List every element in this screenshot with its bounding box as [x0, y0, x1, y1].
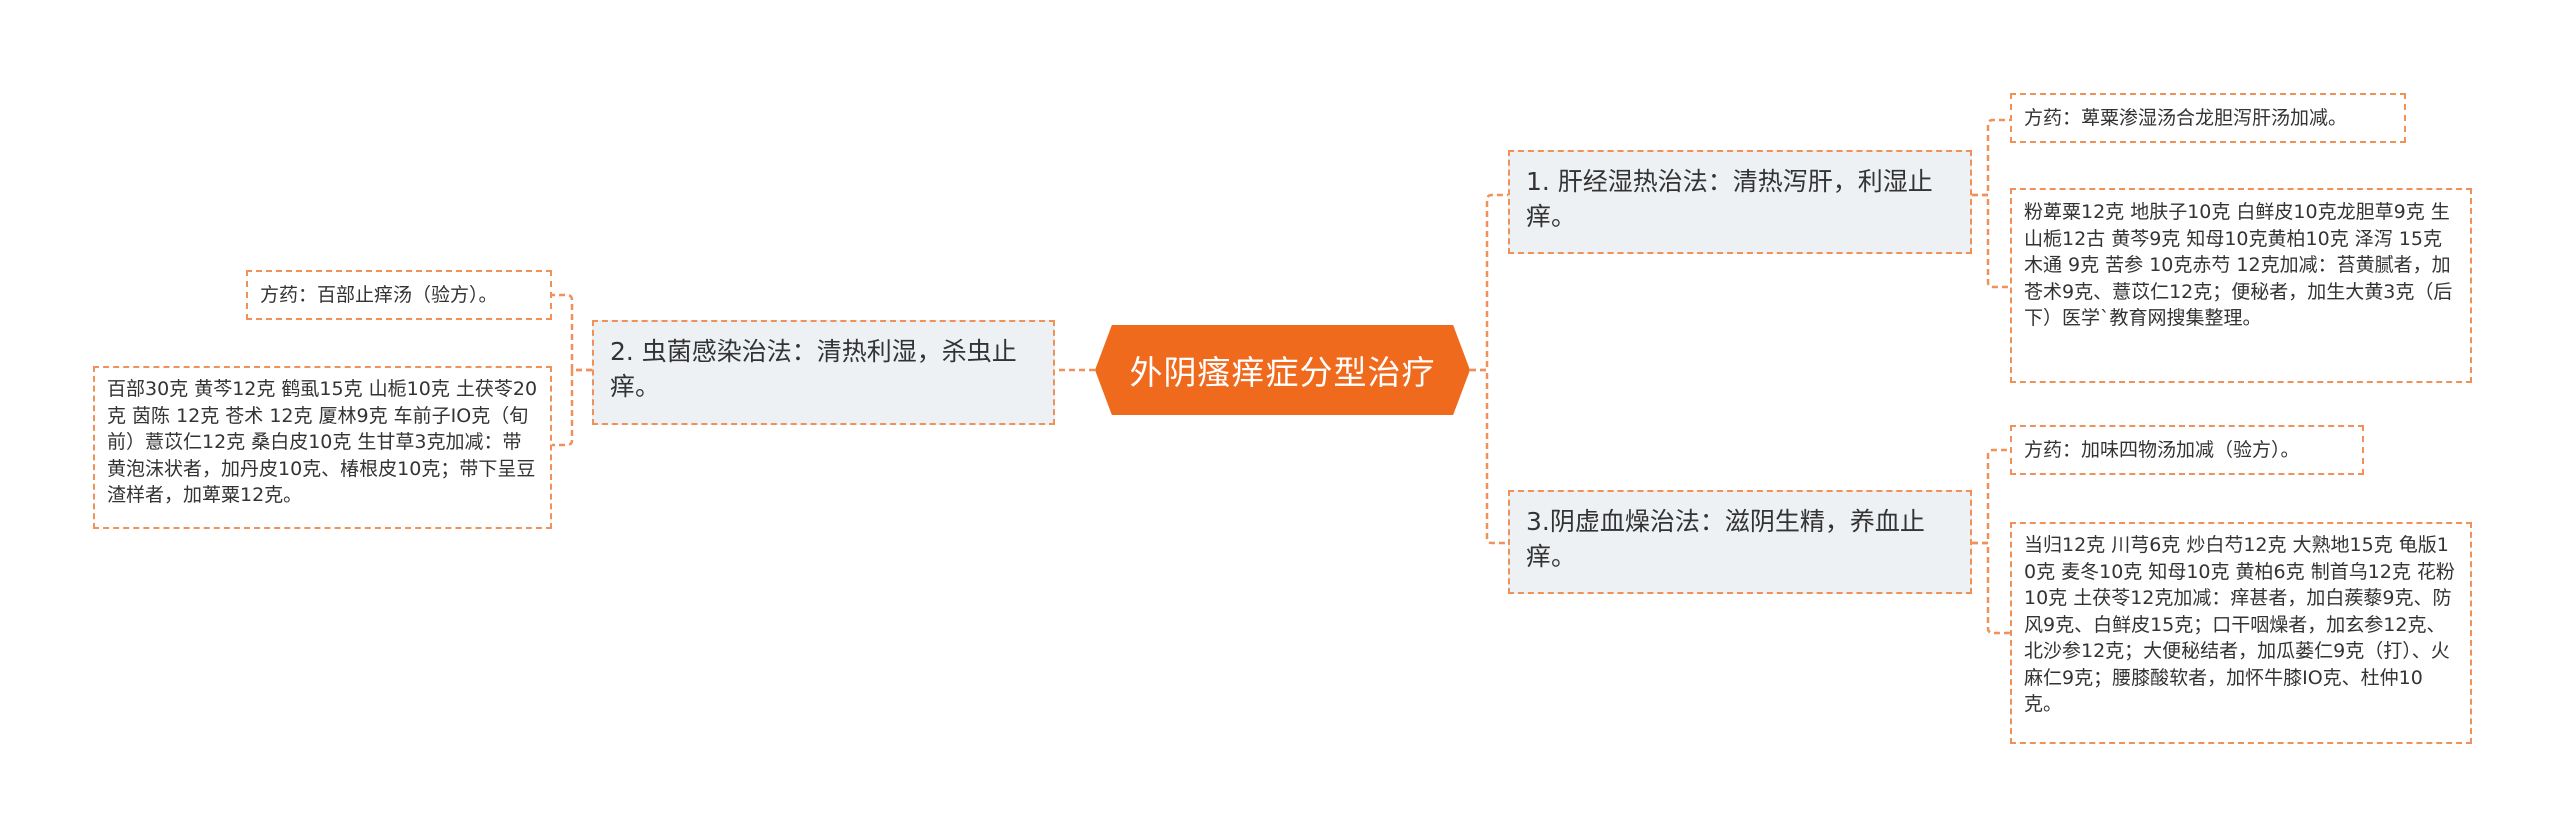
connector-center-branch1 [1470, 193, 1508, 372]
leaf-details-2[interactable]: 百部30克 黄芩12克 鹤虱15克 山栀10克 土茯苓20克 茵陈 12克 苍术… [93, 366, 552, 529]
connector-branch3-prescription [1972, 448, 2010, 545]
connector-branch1-details [1972, 193, 2010, 289]
leaf-details-1-text: 粉萆粟12克 地肤子10克 白鲜皮10克龙胆草9克 生山栀12古 黄芩9克 知母… [2024, 201, 2453, 329]
branch-node-2-label: 2. 虫菌感染治法：清热利湿，杀虫止痒。 [610, 337, 1017, 401]
leaf-details-2-text: 百部30克 黄芩12克 鹤虱15克 山栀10克 土茯苓20克 茵陈 12克 苍术… [107, 378, 538, 506]
central-topic-label: 外阴瘙痒症分型治疗 [1129, 353, 1436, 392]
leaf-details-3[interactable]: 当归12克 川芎6克 炒白芍12克 大熟地15克 龟版10克 麦冬10克 知母1… [2010, 522, 2472, 744]
branch-node-3-label: 3.阴虚血燥治法：滋阴生精，养血止痒。 [1526, 507, 1925, 571]
leaf-details-3-text: 当归12克 川芎6克 炒白芍12克 大熟地15克 龟版10克 麦冬10克 知母1… [2024, 534, 2455, 715]
leaf-prescription-3-text: 方药：加味四物汤加减（验方）。 [2024, 439, 2300, 461]
leaf-prescription-3[interactable]: 方药：加味四物汤加减（验方）。 [2010, 425, 2364, 475]
leaf-prescription-2[interactable]: 方药：百部止痒汤（验方）。 [246, 270, 552, 320]
connector-branch2-prescription [552, 293, 592, 372]
leaf-prescription-1[interactable]: 方药：萆粟渗湿汤合龙胆泻肝汤加减。 [2010, 93, 2406, 143]
connector-branch3-details [1972, 541, 2010, 635]
connector-branch2-details [552, 368, 592, 447]
connector-center-branch3 [1470, 368, 1508, 545]
leaf-prescription-2-text: 方药：百部止痒汤（验方）。 [260, 284, 498, 306]
leaf-prescription-1-text: 方药：萆粟渗湿汤合龙胆泻肝汤加减。 [2024, 107, 2348, 129]
branch-node-3[interactable]: 3.阴虚血燥治法：滋阴生精，养血止痒。 [1508, 490, 1972, 594]
branch-node-1-label: 1. 肝经湿热治法：清热泻肝，利湿止痒。 [1526, 167, 1933, 231]
branch-node-2[interactable]: 2. 虫菌感染治法：清热利湿，杀虫止痒。 [592, 320, 1055, 425]
leaf-details-1[interactable]: 粉萆粟12克 地肤子10克 白鲜皮10克龙胆草9克 生山栀12古 黄芩9克 知母… [2010, 188, 2472, 383]
central-topic[interactable]: 外阴瘙痒症分型治疗 [1095, 325, 1470, 415]
connector-branch1-prescription [1972, 118, 2010, 197]
branch-node-1[interactable]: 1. 肝经湿热治法：清热泻肝，利湿止痒。 [1508, 150, 1972, 254]
